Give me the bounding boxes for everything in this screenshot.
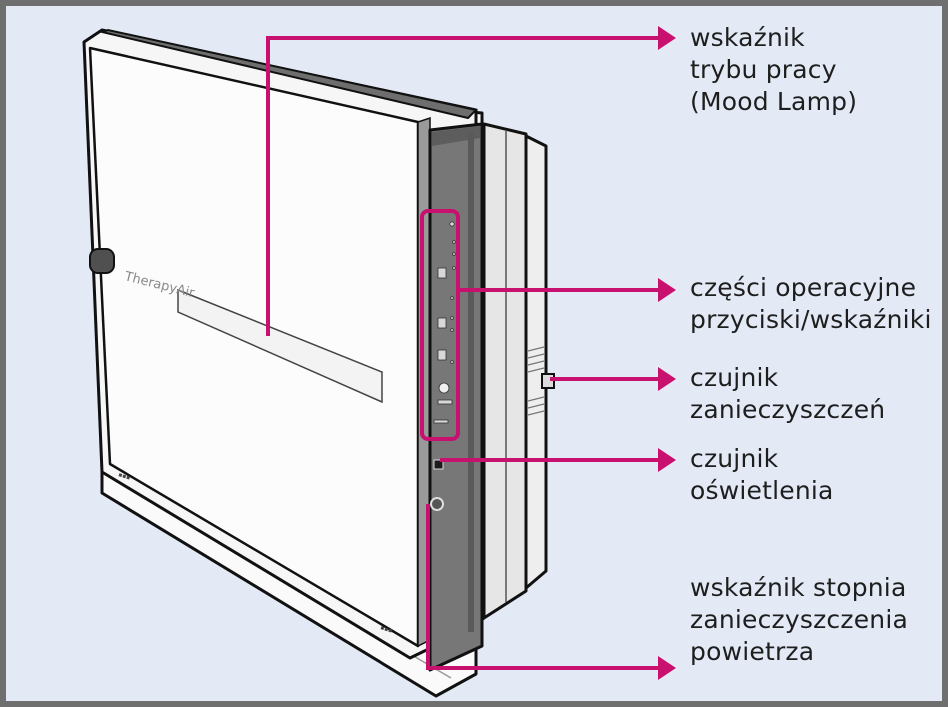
side-vent [527,346,545,416]
light-sensor [433,459,444,470]
rear-filter-housing [524,134,548,590]
callout-lines [266,36,660,670]
label-light-sensor: czujnik oświetlenia [690,444,834,505]
handle-slot [177,288,383,404]
air-quality-indicator [430,497,444,511]
label-pollution-sensor: czujnik zanieczyszczeń [690,363,886,424]
control-buttons [433,221,456,424]
svg-text:▪▪▪: ▪▪▪ [379,624,393,634]
callout-arrowheads [658,26,676,680]
label-mood-lamp: wskaźnik trybu pracy (Mood Lamp) [690,23,858,116]
power-button-icon [438,382,450,394]
label-controls: części operacyjne przyciski/wskaźniki [690,273,932,334]
controls-highlight [420,209,460,441]
label-air-quality: wskaźnik stopnia zanieczyszczenia powiet… [690,573,908,666]
side-latch [89,248,115,274]
air-purifier-diagram: TherapyAir ▪▪▪ ▪▪▪ [82,26,676,698]
svg-text:▪▪▪: ▪▪▪ [117,471,131,481]
